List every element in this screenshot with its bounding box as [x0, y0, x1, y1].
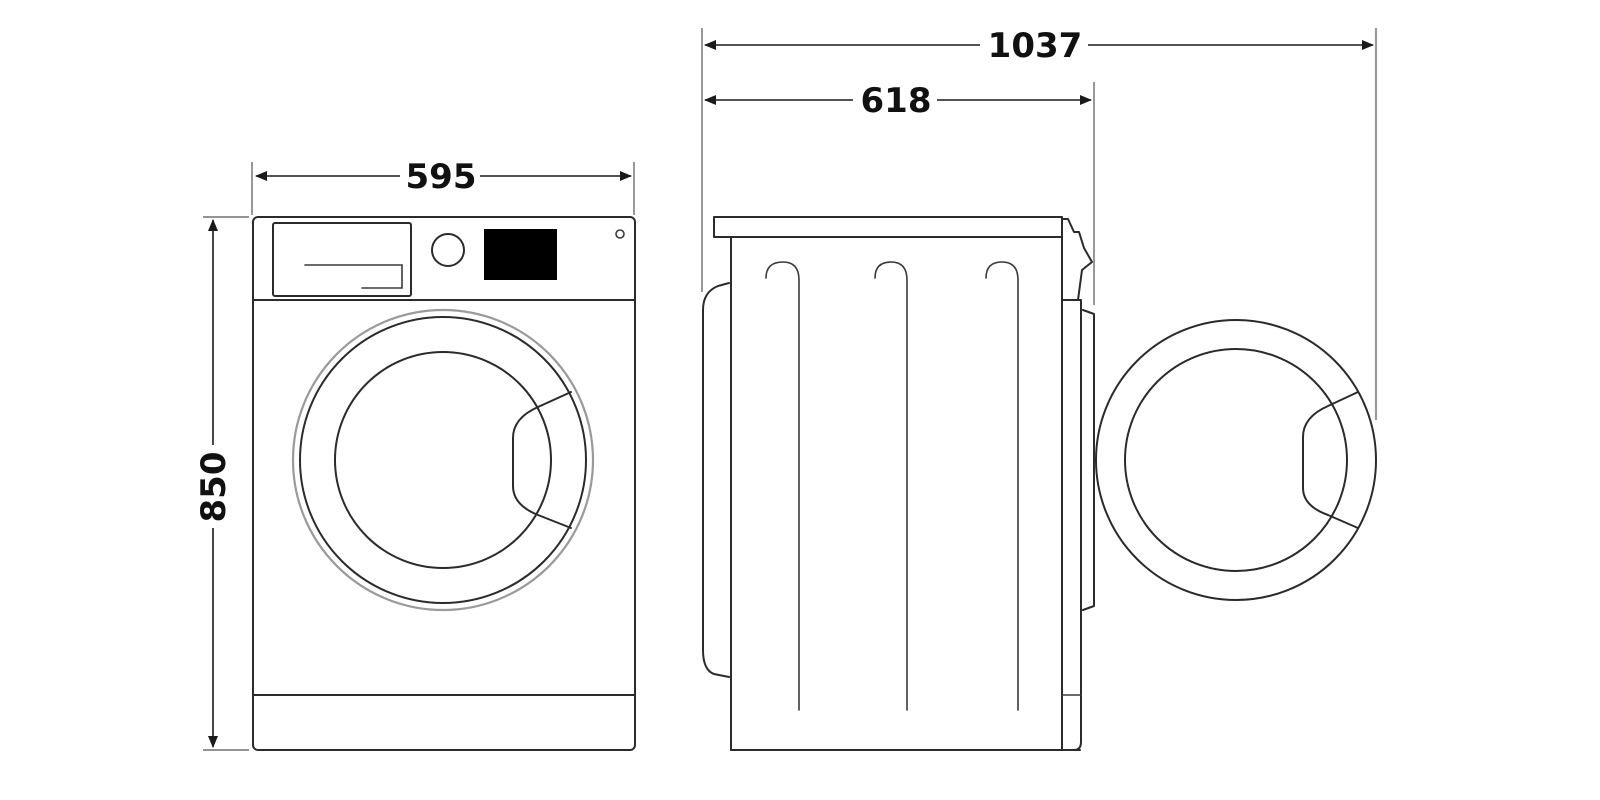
detergent-drawer — [272, 222, 412, 297]
dimension-label-depth: 618 — [861, 81, 932, 121]
front-view — [252, 216, 636, 751]
front-door — [291, 308, 595, 612]
dimension-label-height: 850 — [194, 452, 234, 523]
side-top-lid — [713, 216, 1063, 238]
dimension-width: 595 — [255, 157, 632, 197]
dimension-label-width: 595 — [406, 157, 477, 197]
dimension-depth-door-open: 1037 — [704, 26, 1374, 66]
extension-lines — [203, 28, 1378, 751]
side-knob-protrusion — [1061, 218, 1093, 301]
door-hinge — [1082, 309, 1095, 611]
dimension-height: 850 — [194, 219, 234, 748]
front-body-outline — [252, 216, 636, 751]
control-knob-icon — [431, 233, 465, 267]
side-ribs — [765, 261, 1019, 711]
side-view — [702, 216, 1095, 751]
door-handle — [512, 391, 572, 529]
rear-cover — [702, 282, 730, 678]
open-door — [1095, 319, 1377, 601]
dimension-depth: 618 — [704, 81, 1092, 121]
open-door-handle — [1302, 391, 1359, 529]
dimension-label-depth-door-open: 1037 — [988, 26, 1083, 66]
display-panel — [484, 229, 557, 280]
power-button-icon — [615, 229, 625, 239]
side-front-panel — [1061, 299, 1082, 751]
